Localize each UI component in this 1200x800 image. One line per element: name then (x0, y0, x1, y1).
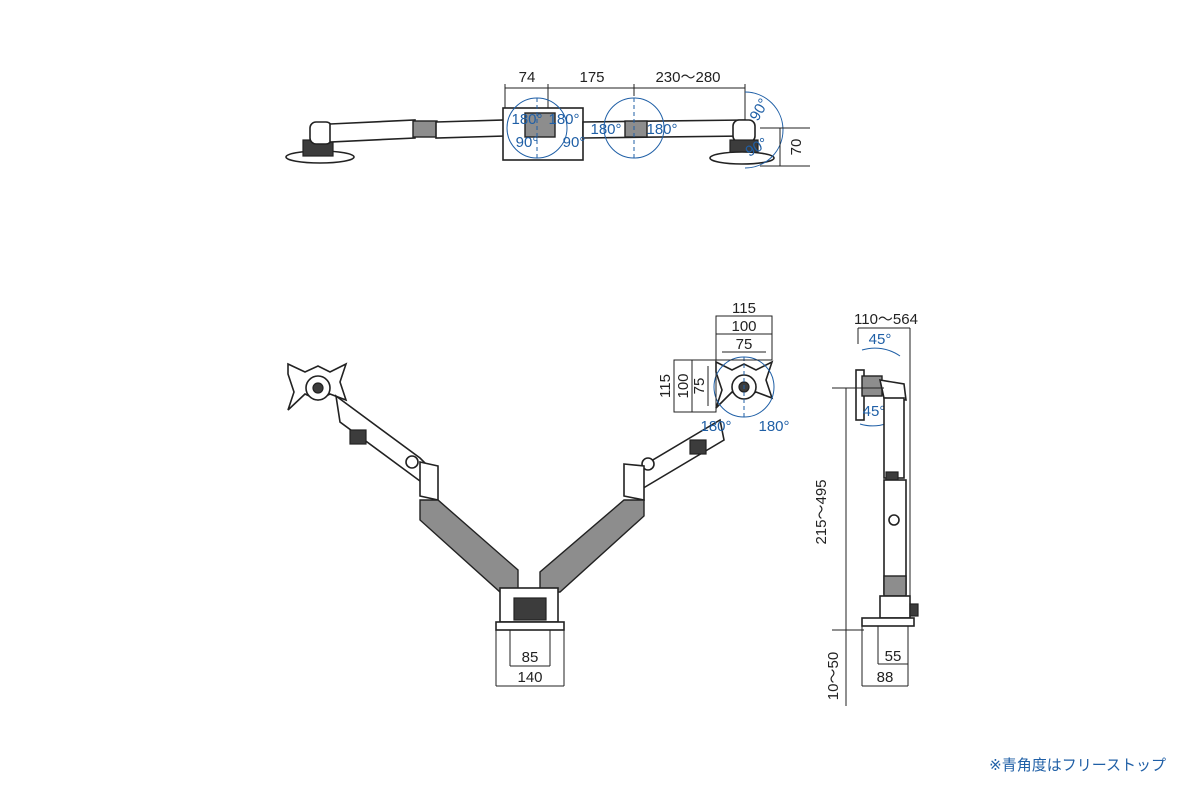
front-angle-180-right: 180° (758, 418, 789, 435)
front-right-lower-arm (539, 499, 645, 593)
top-dim-74: 74 (519, 69, 536, 86)
side-dim-88: 88 (877, 669, 894, 686)
front-right-elbow-bolt (641, 457, 655, 471)
top-angle-180-c: 180° (590, 121, 621, 138)
front-right-arm-clip (689, 439, 707, 455)
front-dim-115-v: 115 (657, 374, 674, 398)
side-dim-55: 55 (885, 648, 902, 665)
side-angle-45-bottom: 45° (863, 403, 886, 420)
side-view: 110～564 45° 45° 215～495 10～50 55 88 (813, 311, 919, 706)
front-base-plate (495, 621, 565, 631)
side-clamp-body (879, 595, 911, 619)
top-dim-175: 175 (579, 69, 604, 86)
top-dim-230-280: 230～280 (655, 69, 720, 86)
footnote: ※青角度はフリーストップ (989, 756, 1166, 774)
top-right-joint (732, 119, 756, 143)
top-dim-70: 70 (788, 139, 805, 156)
side-base-plate (861, 617, 915, 627)
top-center-tilt (524, 112, 556, 138)
front-dim-115-h: 115 (732, 300, 756, 317)
top-arm-left-2 (435, 119, 506, 139)
top-angle-180-a: 180° (511, 111, 542, 128)
front-right-elbow (623, 463, 645, 501)
side-tilt-joint (878, 379, 907, 401)
top-angle-180-b: 180° (548, 111, 579, 128)
front-dim-75-h: 75 (736, 336, 753, 353)
front-dim-100-v: 100 (675, 373, 692, 398)
front-vesa-115-vbox (673, 359, 717, 413)
top-rotation-arc (744, 91, 784, 169)
front-dim-140: 140 (517, 669, 542, 686)
top-arm-right-joint (624, 120, 648, 138)
front-left-elbow-bolt (405, 455, 419, 469)
side-angle-45-top: 45° (869, 331, 892, 348)
top-right-base-plate (709, 151, 775, 165)
front-dim-85: 85 (522, 649, 539, 666)
side-dim-215-495: 215～495 (813, 479, 830, 544)
top-arm-left-joint (412, 120, 438, 138)
front-left-vesa-center (312, 382, 324, 394)
front-left-lower-arm (419, 499, 519, 593)
top-arm-left-1 (329, 119, 416, 143)
front-view: 85 140 115 100 75 115 100 75 180° 180° (287, 300, 790, 687)
front-dim-100-h: 100 (731, 318, 756, 335)
top-view: 74 175 230～280 180° 180° 90° 90° 180° 18… (285, 69, 810, 169)
front-base-clamp (513, 597, 547, 621)
side-dim-110-564: 110～564 (854, 311, 918, 328)
side-tilt-head (861, 375, 883, 397)
side-clamp-knob (909, 603, 919, 617)
top-angle-90-b: 90° (563, 134, 586, 151)
side-arm-bolt (888, 514, 900, 526)
side-tilt-arc-top (861, 347, 901, 357)
front-angle-180-left: 180° (700, 418, 731, 435)
top-angle-180-d: 180° (646, 121, 677, 138)
front-left-arm-clip (349, 429, 367, 445)
front-dim-75-v: 75 (691, 378, 708, 395)
side-post-collar (883, 575, 907, 597)
side-dim-10-50: 10～50 (825, 652, 842, 700)
front-left-elbow (419, 461, 439, 501)
top-left-joint (309, 121, 333, 145)
front-vesa-115-box (715, 315, 773, 361)
top-angle-90-a: 90° (516, 134, 539, 151)
side-upper-arm (883, 397, 905, 479)
